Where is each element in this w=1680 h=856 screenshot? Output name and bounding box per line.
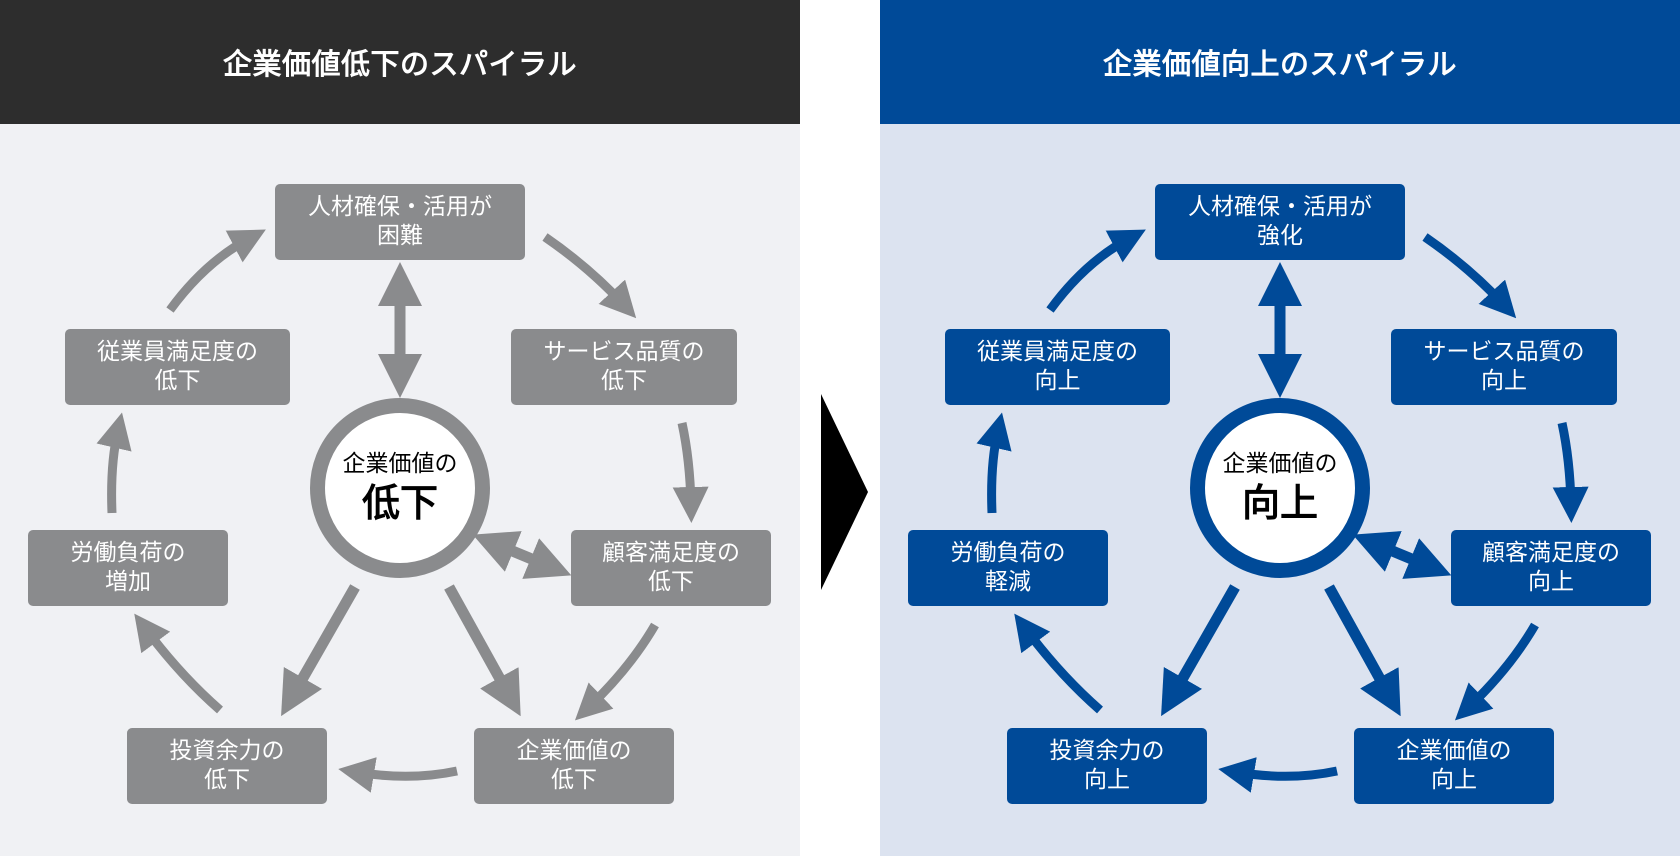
- arrow-center-customer-bidirectional: [472, 531, 572, 579]
- arrow-service-to-customer: [672, 422, 709, 523]
- node-service-line2: 向上: [1481, 368, 1527, 394]
- node-talent-line1: 人材確保・活用が: [308, 194, 492, 220]
- center-circle-growth: 企業価値の 向上: [1190, 398, 1370, 578]
- arrow-employee-to-talent: [1046, 229, 1146, 313]
- arrow-value-to-invest: [338, 757, 458, 793]
- arrow-center-to-invest: [1161, 584, 1240, 717]
- arrow-invest-to-workload: [1014, 613, 1103, 714]
- node-value-line2: 向上: [1431, 767, 1477, 793]
- node-customer-line1: 顧客満足度の: [1482, 540, 1620, 566]
- node-workload: 労働負荷の 増加: [28, 530, 228, 606]
- node-customer-line2: 向上: [1528, 569, 1574, 595]
- node-service: サービス品質の 向上: [1391, 329, 1617, 405]
- node-customer: 顧客満足度の 向上: [1451, 530, 1651, 606]
- center-label-line2: 向上: [1241, 481, 1318, 525]
- node-talent-line1: 人材確保・活用が: [1188, 194, 1372, 220]
- arrow-customer-to-value: [1454, 622, 1539, 721]
- arrow-customer-to-value: [574, 622, 659, 721]
- node-invest: 投資余力の 向上: [1007, 728, 1207, 804]
- node-service-line1: サービス品質の: [543, 339, 705, 365]
- node-workload-line2: 増加: [105, 569, 151, 595]
- node-employee-line2: 低下: [154, 368, 201, 394]
- arrow-center-to-value: [444, 584, 521, 717]
- node-invest-line2: 低下: [204, 767, 250, 793]
- node-workload: 労働負荷の 軽減: [908, 530, 1108, 606]
- node-value: 企業価値の 向上: [1354, 728, 1554, 804]
- node-value-line2: 低下: [551, 767, 597, 793]
- arrow-employee-to-talent: [166, 229, 266, 313]
- node-employee-line1: 従業員満足度の: [977, 339, 1138, 365]
- arrow-talent-to-service: [542, 233, 637, 319]
- node-talent: 人材確保・活用が 強化: [1155, 184, 1405, 260]
- node-service: サービス品質の 低下: [511, 329, 737, 405]
- decline-spiral-panel: 企業価値低下のスパイラル 人材確保・活用が 困難: [0, 0, 800, 856]
- node-workload-line1: 労働負荷の: [950, 540, 1066, 566]
- arrow-invest-to-workload: [134, 613, 223, 714]
- growth-panel-title: 企業価値向上のスパイラル: [880, 0, 1680, 124]
- node-invest-line1: 投資余力の: [169, 738, 285, 764]
- node-value-line1: 企業価値の: [516, 738, 632, 764]
- node-invest-line2: 向上: [1084, 767, 1130, 793]
- node-value: 企業価値の 低下: [474, 728, 674, 804]
- arrow-talent-to-service: [1422, 233, 1517, 319]
- center-label-line1: 企業価値の: [342, 451, 458, 477]
- node-employee: 従業員満足度の 向上: [945, 329, 1170, 405]
- node-talent-line2: 困難: [377, 223, 423, 249]
- decline-panel-title: 企業価値低下のスパイラル: [0, 0, 800, 124]
- center-label-line1: 企業価値の: [1222, 451, 1338, 477]
- arrow-center-to-invest: [281, 584, 360, 717]
- arrow-value-to-invest: [1218, 757, 1338, 793]
- center-label-line2: 低下: [361, 481, 438, 525]
- arrow-workload-to-employee: [976, 412, 1012, 514]
- node-service-line2: 低下: [601, 368, 647, 394]
- center-circle-decline: 企業価値の 低下: [310, 398, 490, 578]
- arrow-center-customer-bidirectional: [1352, 531, 1452, 579]
- node-service-line1: サービス品質の: [1423, 339, 1585, 365]
- node-talent-line2: 強化: [1257, 223, 1303, 249]
- node-value-line1: 企業価値の: [1396, 738, 1512, 764]
- arrow-service-to-customer: [1552, 422, 1589, 523]
- node-invest: 投資余力の 低下: [127, 728, 327, 804]
- node-invest-line1: 投資余力の: [1049, 738, 1165, 764]
- node-customer: 顧客満足度の 低下: [571, 530, 771, 606]
- node-workload-line2: 軽減: [985, 569, 1031, 595]
- node-workload-line1: 労働負荷の: [70, 540, 186, 566]
- node-customer-line1: 顧客満足度の: [602, 540, 740, 566]
- node-employee: 従業員満足度の 低下: [65, 329, 290, 405]
- growth-spiral-panel: 企業価値向上のスパイラル 人材確保・活用が 強化: [880, 0, 1680, 856]
- node-talent: 人材確保・活用が 困難: [275, 184, 525, 260]
- transition-arrow-icon: [821, 394, 868, 590]
- node-customer-line2: 低下: [648, 569, 694, 595]
- arrow-center-to-value: [1324, 584, 1401, 717]
- node-employee-line2: 向上: [1034, 368, 1081, 394]
- node-employee-line1: 従業員満足度の: [97, 339, 258, 365]
- arrow-workload-to-employee: [96, 412, 132, 514]
